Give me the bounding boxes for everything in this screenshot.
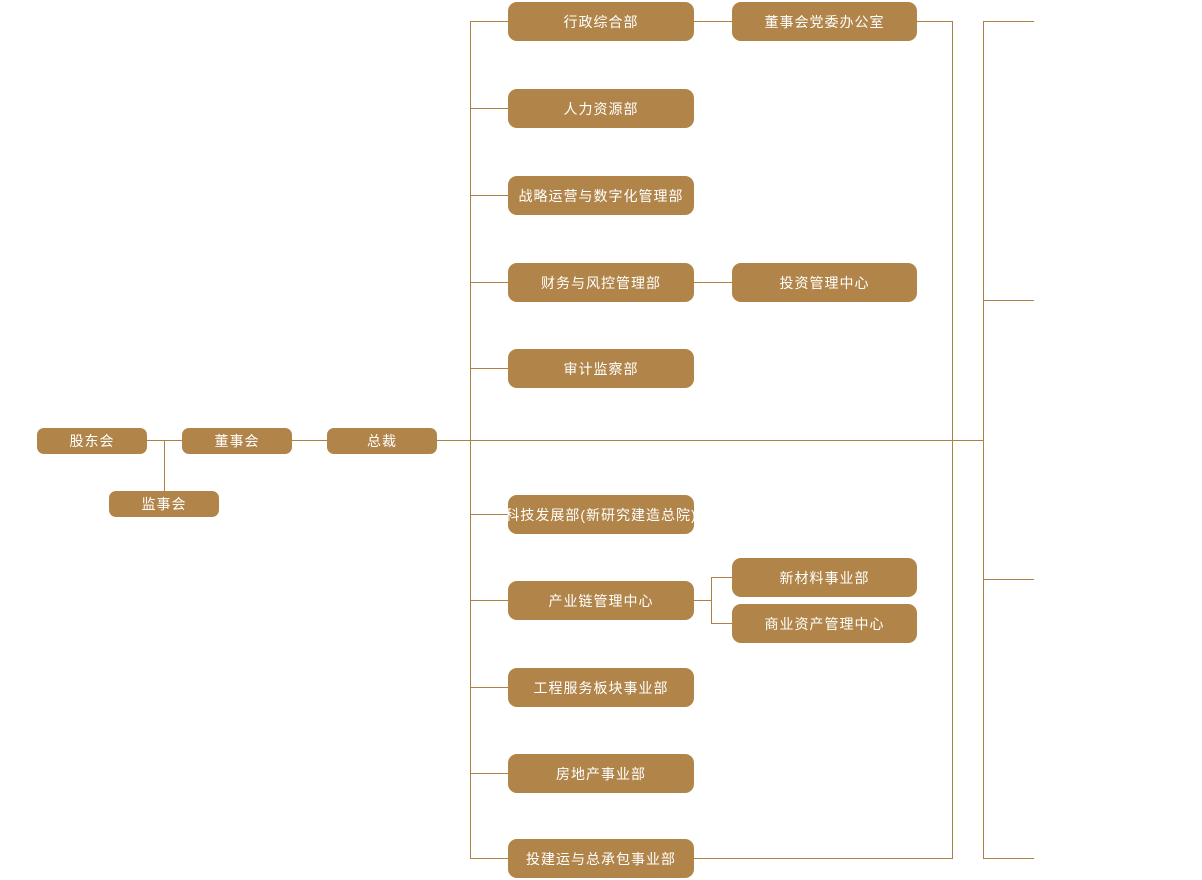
node-real-estate-div: 房地产事业部	[508, 754, 694, 793]
node-tech-development-dept: 科技发展部(新研究建造总院)	[505, 495, 696, 534]
connector-admin-partyoffice	[694, 21, 732, 23]
node-new-materials-div: 新材料事业部	[732, 558, 917, 597]
connector-stub-admin	[470, 21, 508, 23]
connector-president-main	[437, 440, 984, 442]
connector-stub-hr	[470, 108, 508, 110]
connector-stub-epc	[470, 858, 508, 860]
connector-industry-branch	[694, 600, 711, 602]
connector-right-rail-inner	[952, 21, 954, 859]
node-finance-risk-dept: 财务与风控管理部	[508, 263, 694, 302]
node-audit-supervision-dept: 审计监察部	[508, 349, 694, 388]
connector-stub-engineering	[470, 687, 508, 689]
connector-stub-tech	[470, 514, 508, 516]
node-shareholders: 股东会	[37, 428, 147, 454]
connector-rail-stub-1	[983, 21, 1034, 23]
connector-board-president	[292, 440, 327, 442]
connector-rail-stub-3	[983, 579, 1034, 581]
node-board-party-office: 董事会党委办公室	[732, 2, 917, 41]
connector-branch-newmaterials	[711, 577, 732, 579]
connector-shareholders-board	[147, 440, 182, 442]
connector-drop-supervisory	[164, 441, 166, 491]
connector-rail-stub-2	[983, 300, 1034, 302]
connector-rail-stub-4	[983, 858, 1034, 860]
connector-epc-rail	[694, 858, 952, 860]
connector-stub-audit	[470, 368, 508, 370]
connector-branch-commercial	[711, 623, 732, 625]
node-investment-center: 投资管理中心	[732, 263, 917, 302]
connector-finance-investment	[694, 282, 732, 284]
connector-stub-finance	[470, 282, 508, 284]
connector-left-trunk	[470, 21, 472, 859]
connector-right-rail-outer	[983, 21, 985, 859]
node-admin-general-dept: 行政综合部	[508, 2, 694, 41]
connector-stub-strategy	[470, 195, 508, 197]
connector-stub-realestate	[470, 773, 508, 775]
node-supervisory-board: 监事会	[109, 491, 219, 517]
node-board-of-directors: 董事会	[182, 428, 292, 454]
connector-stub-industry	[470, 600, 508, 602]
connector-partyoffice-rail	[917, 21, 952, 23]
node-hr-dept: 人力资源部	[508, 89, 694, 128]
node-engineering-services-div: 工程服务板块事业部	[508, 668, 694, 707]
node-strategy-digital-dept: 战略运营与数字化管理部	[508, 176, 694, 215]
node-president: 总裁	[327, 428, 437, 454]
connector-industry-branch-vertical	[711, 577, 713, 624]
node-industry-chain-center: 产业链管理中心	[508, 581, 694, 620]
node-commercial-assets-center: 商业资产管理中心	[732, 604, 917, 643]
node-investment-epc-div: 投建运与总承包事业部	[508, 839, 694, 878]
